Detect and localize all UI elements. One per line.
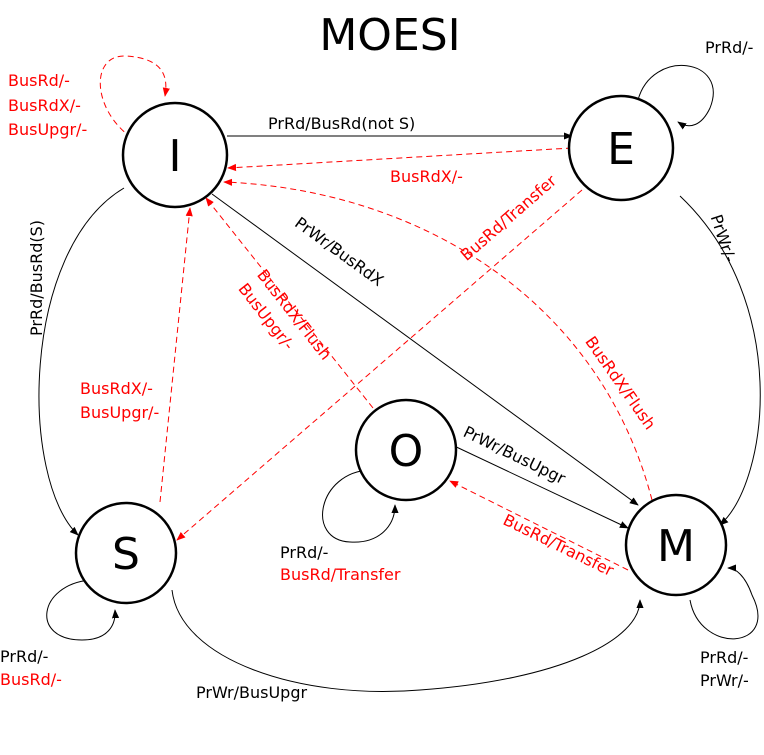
label-E-to-S: BusRd/Transfer [457, 171, 561, 265]
state-I-label: I [169, 131, 182, 182]
label-I-self-2: BusRdX/- [8, 96, 81, 115]
state-O-label: O [389, 426, 424, 477]
edge-S-self [46, 579, 120, 641]
label-M-self-1: PrRd/- [700, 648, 748, 667]
label-E-to-I: BusRdX/- [390, 167, 463, 186]
state-M: M [624, 493, 728, 597]
label-I-to-E: PrRd/BusRd(not S) [268, 114, 415, 133]
edge-O-to-I [205, 197, 374, 409]
state-E-label: E [607, 124, 635, 175]
state-O: O [354, 398, 458, 502]
diagram-title: MOESI [319, 10, 460, 61]
label-M-self-2: PrWr/- [700, 671, 749, 690]
state-S: S [74, 501, 178, 605]
label-S-self-1: PrRd/- [0, 647, 48, 666]
edge-M-to-I [223, 178, 653, 501]
label-I-self-3: BusUpgr/- [8, 120, 87, 139]
edge-I-to-M [211, 193, 639, 506]
edge-I-self [99, 55, 170, 139]
state-E: E [567, 94, 675, 202]
label-E-to-M: PrWr/- [707, 212, 740, 264]
edge-M-to-O [449, 480, 629, 571]
label-S-to-I-2: BusUpgr/- [80, 403, 159, 422]
label-S-to-M: PrWr/BusUpgr [196, 683, 307, 702]
label-M-to-I: BusRdX/Flush [581, 333, 659, 433]
label-S-self-2: BusRd/- [0, 670, 62, 689]
label-S-to-I-1: BusRdX/- [80, 379, 153, 398]
label-O-self-1: PrRd/- [280, 543, 328, 562]
edge-I-to-S [38, 187, 125, 536]
label-O-to-M: PrWr/BusUpgr [460, 422, 569, 488]
edge-E-to-M [679, 195, 761, 526]
label-M-to-O: BusRd/Transfer [500, 510, 617, 580]
edge-E-to-I [227, 147, 573, 172]
edge-O-self [322, 469, 399, 543]
state-I: I [121, 101, 229, 209]
state-M-label: M [657, 521, 695, 572]
edge-S-to-I [159, 207, 193, 503]
state-S-label: S [112, 529, 140, 580]
edge-S-to-M [171, 589, 644, 693]
label-I-self-1: BusRd/- [8, 71, 70, 90]
label-I-to-S: PrRd/BusRd(S) [27, 220, 46, 336]
edge-E-self [637, 65, 714, 130]
label-I-to-M: PrWr/BusRdX [291, 213, 387, 290]
label-E-self: PrRd/- [705, 38, 753, 57]
edge-O-to-M [449, 443, 629, 529]
edge-M-self [689, 564, 759, 640]
label-O-self-2: BusRd/Transfer [280, 565, 401, 584]
